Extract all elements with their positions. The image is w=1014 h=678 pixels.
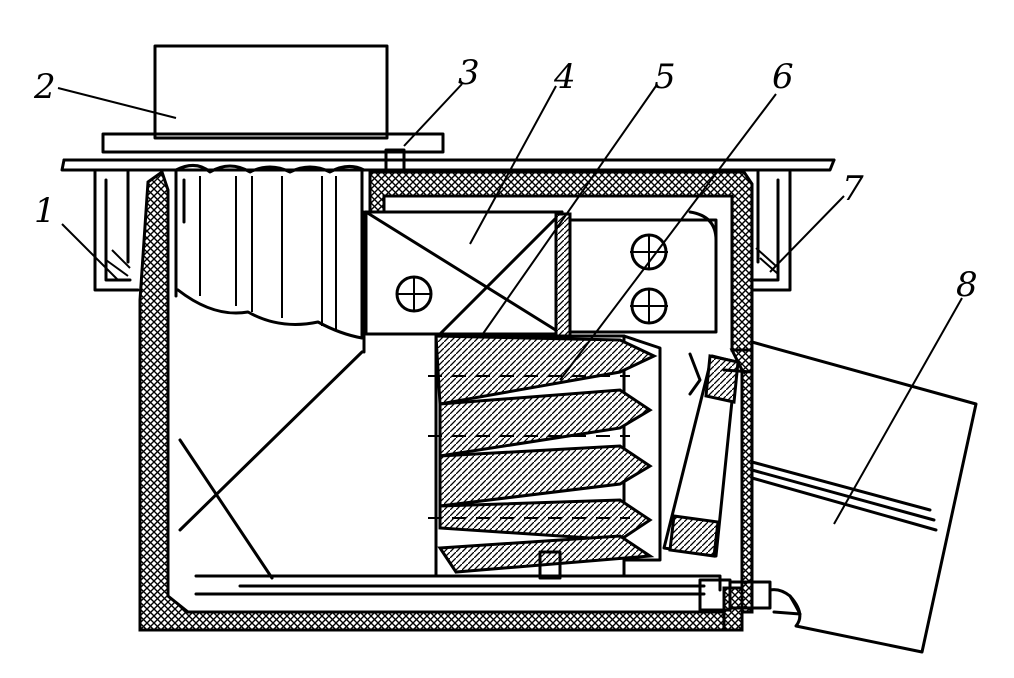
leader-2 (57, 87, 177, 119)
corrugated-intake (174, 164, 366, 340)
callout-5: 5 (654, 57, 676, 97)
leader-lines (57, 83, 963, 525)
leader-6 (559, 93, 777, 381)
leader-7 (769, 195, 845, 273)
leader-5 (479, 85, 657, 339)
callout-8: 8 (956, 265, 978, 305)
leader-3 (403, 83, 463, 147)
part-5-burner-nozzles (428, 334, 662, 580)
part-1-left-clamp (93, 170, 140, 292)
callout-4: 4 (553, 57, 576, 97)
part-7-right-clamp (746, 170, 792, 292)
internal-struts (178, 210, 366, 580)
top-cover-plate (60, 158, 836, 172)
callout-6: 6 (772, 57, 794, 97)
leader-8 (833, 297, 963, 525)
part-4-valve-block (364, 210, 564, 336)
callout-3: 3 (458, 53, 480, 93)
leader-4 (469, 85, 557, 245)
leader-1 (61, 223, 119, 281)
bottom-fuel-pipe (194, 574, 802, 616)
part-6-electrode-block (554, 210, 718, 340)
callout-2: 2 (33, 67, 56, 107)
callout-1: 1 (34, 191, 56, 231)
insulated-housing (138, 169, 754, 632)
part-8-external-unit (750, 340, 978, 654)
callout-7: 7 (842, 169, 864, 209)
igniter-tube (662, 352, 754, 558)
part-2-upper-block (101, 44, 445, 172)
